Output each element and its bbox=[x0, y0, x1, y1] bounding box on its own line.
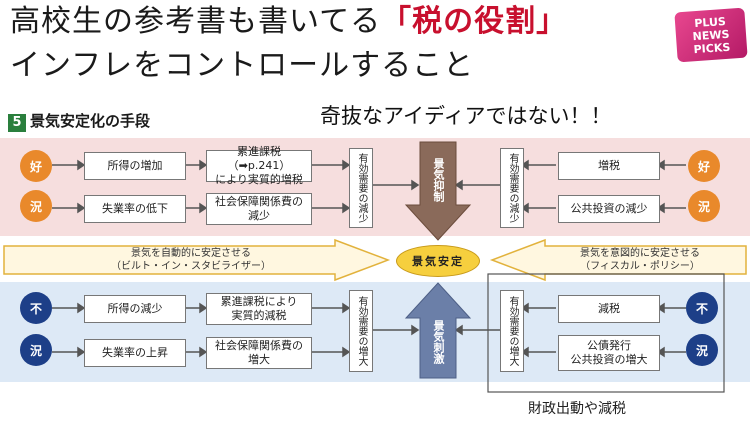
remark-text: 奇抜なアイディアではない！！ bbox=[320, 104, 612, 128]
fiscal-policy-label: 景気を意図的に安定させる （フィスカル・ポリシー） bbox=[540, 247, 740, 273]
boom-label-circle-right-bottom: 況 bbox=[688, 190, 720, 222]
boom-right-policy-2: 公共投資の減少 bbox=[558, 195, 660, 223]
boom-label-circle-bottom: 況 bbox=[20, 190, 52, 222]
boom-left-demand-box: 有効需要の減少 bbox=[349, 148, 373, 228]
recession-center-label: 景気刺激 bbox=[432, 320, 445, 364]
boom-center-label: 景気抑制 bbox=[432, 158, 445, 202]
headline-highlight: 「税の役割」 bbox=[381, 4, 568, 39]
boom-right-demand-box: 有効需要の減少 bbox=[500, 148, 524, 228]
caption-text: 財政出動や減税 bbox=[528, 401, 626, 417]
builtin-line2: （ビルト・イン・スタビライザー） bbox=[111, 261, 271, 272]
recession-label-char: 不 bbox=[29, 301, 42, 316]
boom-right-policy-1: 増税 bbox=[558, 152, 660, 180]
headline-prefix: 高校生の参考書も書いてる bbox=[10, 4, 382, 39]
recession-label-char: 不 bbox=[695, 301, 708, 316]
recession-label-circle-top: 不 bbox=[20, 292, 52, 324]
fiscal-line2: （フィスカル・ポリシー） bbox=[580, 261, 700, 272]
recession-label-char: 況 bbox=[695, 343, 708, 358]
recession-left-effect-1: 累進課税により 実質的減税 bbox=[206, 293, 312, 325]
fiscal-line1: 景気を意図的に安定させる bbox=[580, 248, 700, 259]
recession-left-demand-box: 有効需要の増大 bbox=[349, 290, 373, 372]
boom-left-cause-1: 所得の増加 bbox=[84, 152, 186, 180]
recession-right-policy-1: 減税 bbox=[558, 295, 660, 323]
recession-left-cause-2: 失業率の上昇 bbox=[84, 339, 186, 367]
recession-left-effect-2: 社会保障関係費の 増大 bbox=[206, 337, 312, 369]
boom-label-char: 好 bbox=[29, 159, 42, 174]
builtin-line1: 景気を自動的に安定させる bbox=[131, 248, 251, 259]
recession-right-demand-box: 有効需要の増大 bbox=[500, 290, 524, 372]
headline-line1: 高校生の参考書も書いてる「税の役割」 bbox=[10, 4, 567, 40]
boom-label-circle-top: 好 bbox=[20, 150, 52, 182]
headline-line2: インフレをコントロールすること bbox=[10, 48, 475, 83]
boom-left-effect-2: 社会保障関係費の 減少 bbox=[206, 193, 312, 225]
boom-label-circle-right-top: 好 bbox=[688, 150, 720, 182]
recession-label-circle-bottom: 況 bbox=[20, 334, 52, 366]
boom-label-char: 好 bbox=[697, 159, 710, 174]
stability-oval: 景気安定 bbox=[396, 245, 480, 277]
boom-left-effect-1: 累進課税（➡p.241） により実質的増税 bbox=[206, 145, 312, 186]
boom-label-char: 況 bbox=[697, 199, 710, 214]
recession-left-cause-1: 所得の減少 bbox=[84, 295, 186, 323]
recession-label-circle-right-top: 不 bbox=[686, 292, 718, 324]
recession-right-policy-2: 公債発行 公共投資の増大 bbox=[558, 335, 660, 371]
section-number: 5 bbox=[8, 114, 26, 132]
boom-label-char: 況 bbox=[29, 199, 42, 214]
section-title-text: 景気安定化の手段 bbox=[30, 112, 151, 130]
builtin-stabilizer-label: 景気を自動的に安定させる （ビルト・イン・スタビライザー） bbox=[86, 247, 296, 273]
boom-left-cause-2: 失業率の低下 bbox=[84, 195, 186, 223]
recession-label-char: 況 bbox=[29, 343, 42, 358]
recession-label-circle-right-bottom: 況 bbox=[686, 334, 718, 366]
